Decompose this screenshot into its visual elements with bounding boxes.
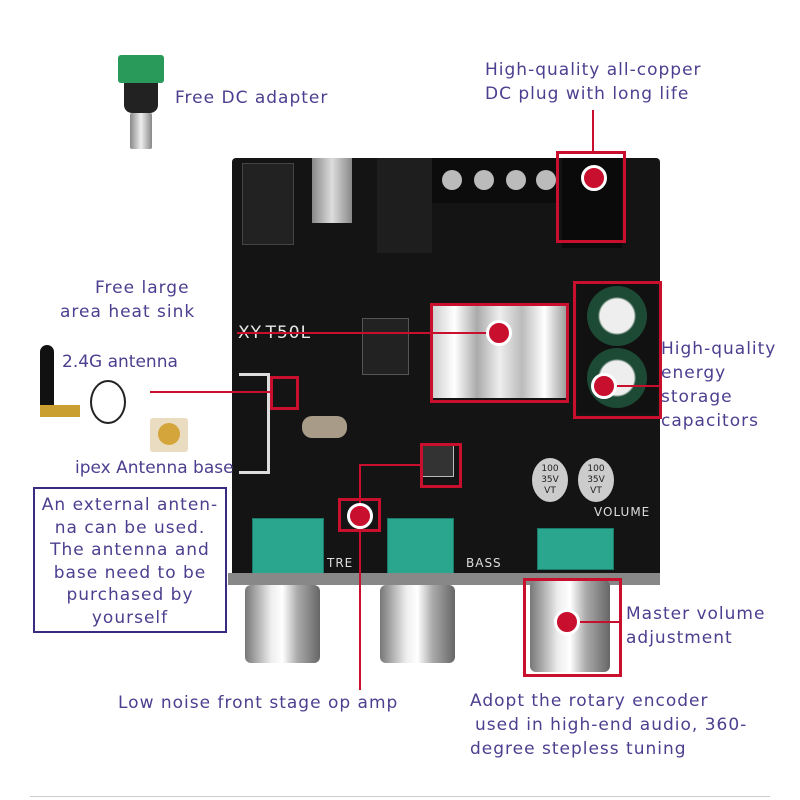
tre-label: TRE (327, 556, 354, 570)
cap-marking: 35V (587, 475, 605, 485)
heat-sink-marker (486, 320, 512, 346)
capacitors-label-3: storage (661, 387, 733, 407)
volume-label: VOLUME (594, 505, 651, 519)
capacitors-label-2: energy (661, 363, 727, 383)
volume-label-2: adjustment (626, 628, 733, 648)
encoder-label-3: degree stepless tuning (470, 739, 687, 759)
bass-knob[interactable] (380, 585, 455, 663)
dc-plug-marker (581, 165, 607, 191)
note-box: An external anten- na can be used. The a… (33, 487, 227, 633)
heat-sink-label-1: Free large (95, 278, 190, 298)
cap-marking: 100 (587, 464, 605, 474)
capacitors-label-1: High-quality (661, 339, 777, 359)
ipex-base-label: ipex Antenna base (75, 458, 234, 478)
heat-sink-label-2: area heat sink (60, 302, 196, 322)
note-line: yourself (91, 607, 169, 628)
cap-marking: VT (544, 486, 556, 496)
note-line: The antenna and (50, 540, 210, 560)
antenna-label: 2.4G antenna (62, 352, 178, 372)
antenna-image (40, 345, 54, 415)
bass-label: BASS (466, 556, 502, 570)
dc-adapter-label: Free DC adapter (175, 88, 329, 108)
op-amp-marker (347, 503, 373, 529)
cap-marking: 100 (541, 464, 559, 474)
capacitor-marker (591, 373, 617, 399)
op-amp-label: Low noise front stage op amp (118, 693, 399, 713)
cap-marking: 35V (541, 475, 559, 485)
dc-adapter-image (118, 55, 164, 150)
encoder-label-1: Adopt the rotary encoder (470, 691, 709, 711)
note-line: An external anten- (41, 495, 219, 515)
note-line: base need to be (53, 562, 207, 583)
dc-plug-label-2: DC plug with long life (485, 84, 690, 104)
volume-marker (554, 609, 580, 635)
ipex-base-image (150, 418, 188, 452)
encoder-label-2: used in high-end audio, 360- (475, 715, 748, 735)
dc-plug-label-1: High-quality all-copper (485, 60, 702, 80)
note-line: purchased by (66, 585, 194, 605)
cap-marking: VT (590, 486, 602, 496)
note-line: na can be used. (54, 517, 206, 538)
capacitors-label-4: capacitors (661, 411, 759, 431)
bottom-divider (30, 796, 770, 797)
volume-label-1: Master volume (626, 604, 766, 624)
treble-knob[interactable] (245, 585, 320, 663)
